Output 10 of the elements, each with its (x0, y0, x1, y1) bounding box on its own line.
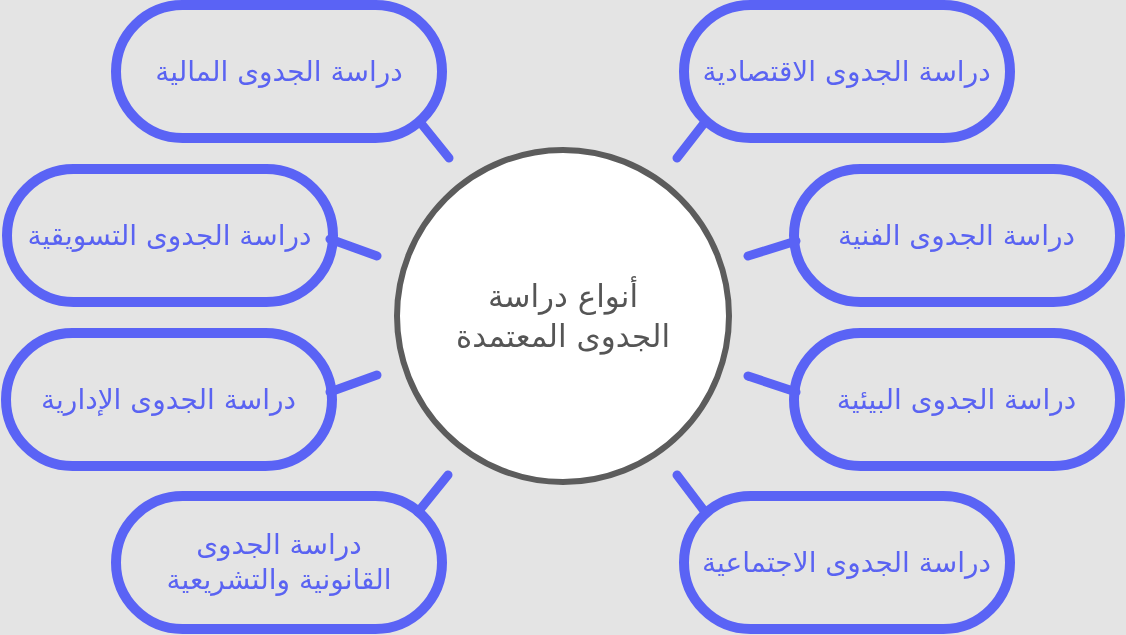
center-circle: أنواع دراسة الجدوى المعتمدة (394, 147, 732, 485)
connector-line (325, 234, 382, 261)
topic-pill: دراسة الجدوى الفنية (788, 163, 1125, 307)
topic-pill: دراسة الجدوى التسويقية (1, 163, 338, 307)
topic-pill: دراسة الجدوى البيئية (788, 327, 1125, 471)
topic-pill: دراسة الجدوى الاقتصادية (678, 0, 1015, 143)
topic-pill: دراسة الجدوى الإدارية (0, 327, 337, 471)
topic-pill: دراسة الجدوى المالية (111, 0, 447, 143)
topic-pill: دراسة الجدوى القانونية والتشريعية (111, 490, 447, 634)
topic-pill: دراسة الجدوى الاجتماعية (678, 490, 1015, 634)
